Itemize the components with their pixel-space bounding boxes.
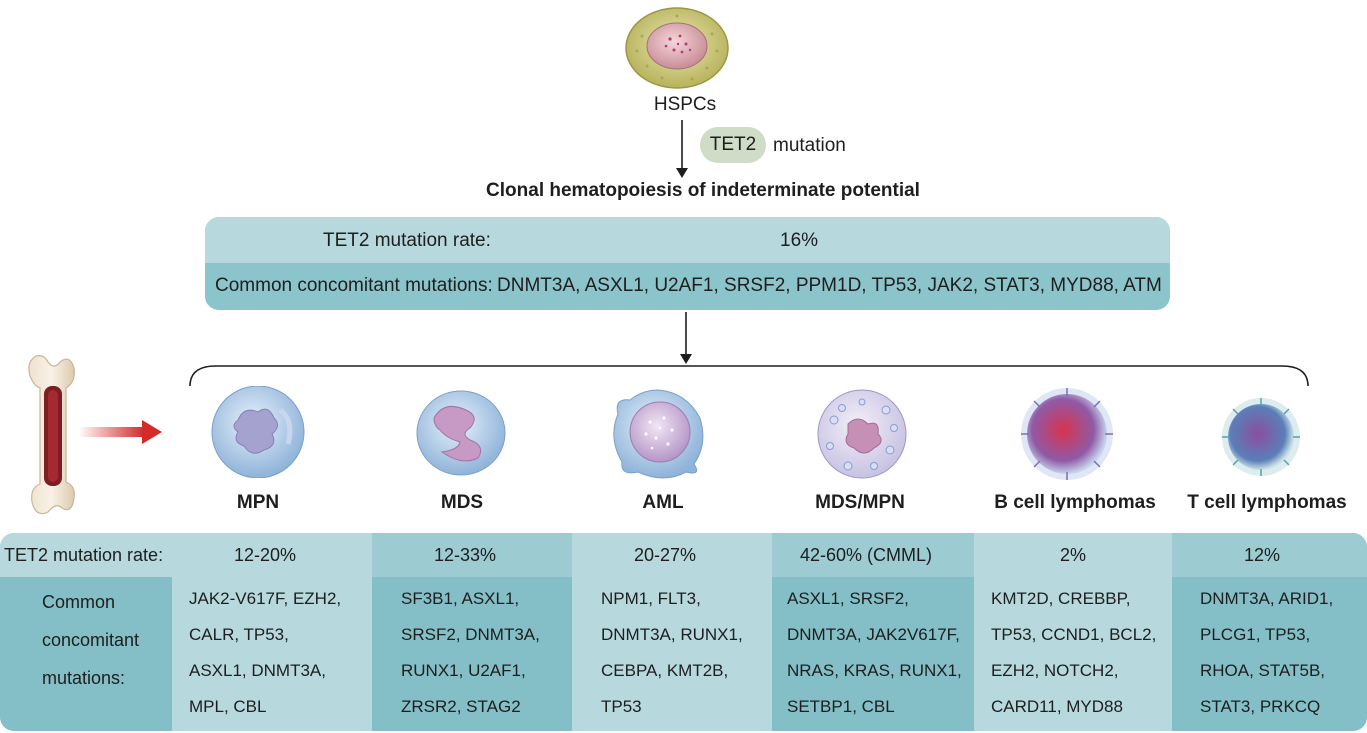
mutation-line: DNMT3A, ARID1,	[1200, 589, 1334, 608]
mutations-cell-mpn: JAK2-V617F, EZH2, CALR, TP53, ASXL1, DNM…	[172, 577, 372, 731]
mutations-cell-aml: NPM1, FLT3, DNMT3A, RUNX1, CEBPA, KMT2B,…	[572, 577, 772, 731]
disease-name-mds-mpn: MDS/MPN	[815, 492, 905, 513]
mutation-line: MPL, CBL	[189, 697, 267, 716]
mutation-line: NPM1, FLT3,	[601, 589, 701, 608]
rate-value: 2%	[1059, 545, 1086, 565]
mutation-line: CEBPA, KMT2B,	[601, 661, 729, 680]
mutations-cell-mds: SF3B1, ASXL1, SRSF2, DNMT3A, RUNX1, U2AF…	[372, 577, 572, 731]
red-arrow-icon	[78, 420, 162, 444]
rate-cell-t-cell: 12%	[1172, 533, 1367, 577]
down-arrow-icon	[680, 312, 692, 364]
rate-cell-b-cell: 2%	[974, 533, 1172, 577]
rate-value: 12-33%	[433, 545, 497, 565]
chip-rate-value: 16%	[780, 230, 819, 251]
mutation-line: STAT3, PRKCQ	[1200, 697, 1321, 716]
mutation-line: TP53, CCND1, BCL2,	[991, 625, 1157, 644]
mutation-line: ZRSR2, STAG2	[401, 697, 521, 716]
down-arrow-icon	[676, 120, 688, 178]
mutations-header-cell: Common concomitant mutations:	[0, 577, 172, 731]
mutations-header-line: Common	[42, 592, 116, 612]
mutation-line: SRSF2, DNMT3A,	[401, 625, 540, 644]
disease-name-mds: MDS	[440, 492, 484, 513]
b-cell-lymphoma-illustration	[1021, 388, 1113, 480]
rate-cell-mds: 12-33%	[372, 533, 572, 577]
brace-line	[189, 365, 1309, 387]
mutation-line: EZH2, NOTCH2,	[991, 661, 1119, 680]
chip-rate-label: TET2 mutation rate:	[323, 230, 491, 251]
tet2-pill: TET2	[700, 127, 766, 163]
mpn-cell-illustration	[211, 386, 305, 478]
rate-cell-mds-mpn: 42-60% (CMML)	[772, 533, 974, 577]
t-cell-lymphoma-illustration	[1222, 398, 1300, 476]
mutation-line: ASXL1, SRSF2,	[787, 589, 909, 608]
mutation-line: ASXL1, DNMT3A,	[189, 661, 326, 680]
disease-table: TET2 mutation rate: Common concomitant m…	[0, 533, 1367, 731]
mutation-line: DNMT3A, RUNX1,	[601, 625, 743, 644]
rate-header: TET2 mutation rate:	[4, 545, 164, 565]
disease-name-t-cell-lymphomas: T cell lymphomas	[1187, 492, 1347, 513]
hspc-label: HSPCs	[653, 94, 717, 115]
chip-title: Clonal hematopoiesis of indeterminate po…	[486, 180, 920, 201]
mds-cell-illustration	[416, 390, 506, 476]
mutation-line: NRAS, KRAS, RUNX1,	[787, 661, 962, 680]
mutation-label: mutation	[773, 135, 846, 156]
disease-name-b-cell-lymphomas: B cell lymphomas	[994, 492, 1156, 513]
rate-value: 42-60% (CMML)	[799, 545, 933, 565]
mutation-line: CALR, TP53,	[189, 625, 289, 644]
mutation-line: TP53	[601, 697, 642, 716]
disease-name-mpn: MPN	[236, 492, 280, 513]
chip-mutations-row: Common concomitant mutations: DNMT3A, AS…	[205, 263, 1170, 310]
mutation-line: SF3B1, ASXL1,	[401, 589, 520, 608]
mutation-line: KMT2D, CREBBP,	[991, 589, 1131, 608]
chip-rate-row: TET2 mutation rate: 16%	[205, 217, 1170, 263]
bone-illustration	[28, 355, 75, 515]
chip-summary-box: TET2 mutation rate: 16% Common concomita…	[205, 217, 1170, 310]
mutation-line: PLCG1, TP53,	[1200, 625, 1311, 644]
rate-cell-aml: 20-27%	[572, 533, 772, 577]
mutation-line: SETBP1, CBL	[787, 697, 895, 716]
mutations-cell-mds-mpn: ASXL1, SRSF2, DNMT3A, JAK2V617F, NRAS, K…	[772, 577, 974, 731]
rate-value: 20-27%	[633, 545, 697, 565]
mutation-line: RHOA, STAT5B,	[1200, 661, 1326, 680]
rate-value: 12%	[1243, 545, 1281, 565]
chip-mutations-label: Common concomitant mutations:	[215, 275, 493, 296]
rate-cell-mpn: 12-20%	[172, 533, 372, 577]
disease-name-aml: AML	[642, 492, 684, 513]
mutation-line: JAK2-V617F, EZH2,	[189, 589, 342, 608]
mds-mpn-cell-illustration	[817, 389, 907, 479]
mutations-cell-t-cell: DNMT3A, ARID1, PLCG1, TP53, RHOA, STAT5B…	[1172, 577, 1367, 731]
mutation-line: RUNX1, U2AF1,	[401, 661, 526, 680]
mutations-header-line: mutations:	[42, 668, 126, 688]
mutation-line: CARD11, MYD88	[991, 697, 1123, 716]
hspc-cell-illustration	[625, 7, 729, 89]
aml-cell-illustration	[613, 389, 704, 479]
chip-mutations-value: DNMT3A, ASXL1, U2AF1, SRSF2, PPM1D, TP53…	[497, 275, 1162, 296]
mutation-line: DNMT3A, JAK2V617F,	[787, 625, 960, 644]
mutations-cell-b-cell: KMT2D, CREBBP, TP53, CCND1, BCL2, EZH2, …	[974, 577, 1172, 731]
rate-header-cell: TET2 mutation rate:	[0, 533, 172, 577]
rate-value: 12-20%	[233, 545, 297, 565]
mutations-header-line: concomitant	[42, 630, 140, 650]
